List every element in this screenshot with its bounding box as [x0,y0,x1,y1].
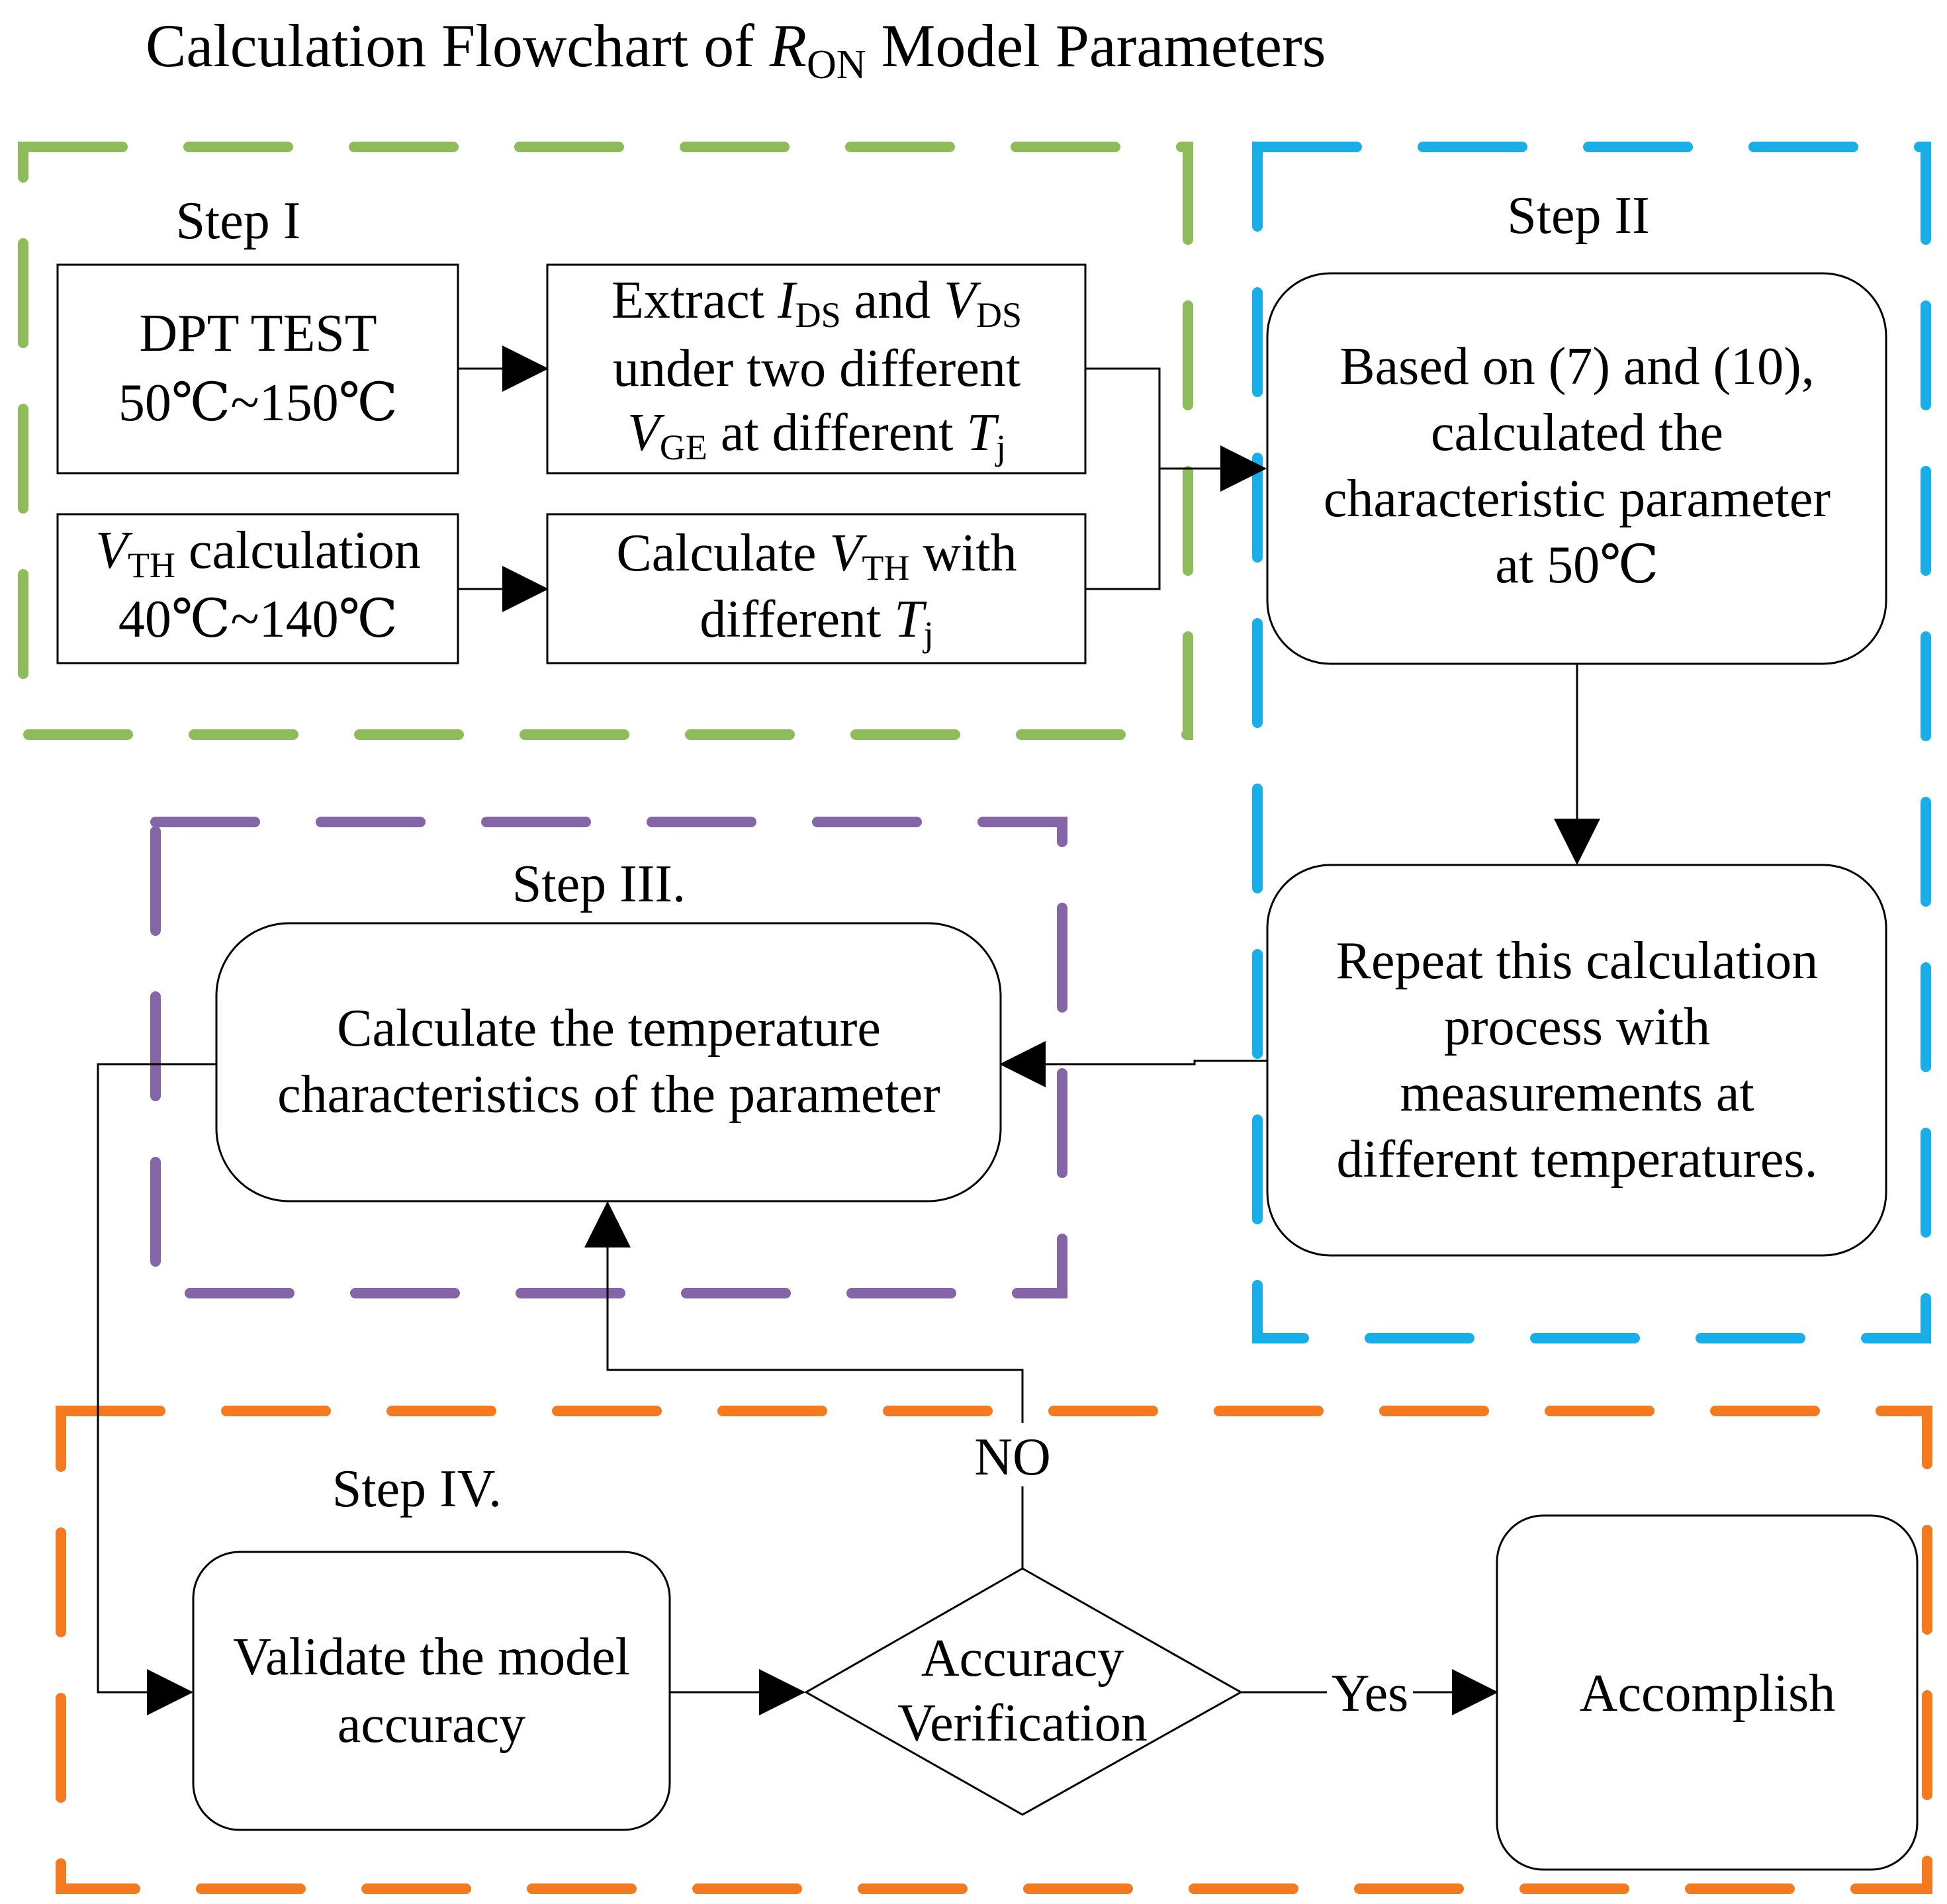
vth-calculation-box [56,513,459,664]
accuracy-verification-decision [803,1567,1244,1816]
extract-line2: under two different [613,340,1020,398]
validate-line2: accuracy [338,1696,525,1754]
dpt-test-line2: 50℃~150℃ [118,374,398,432]
calculate-vth-line1: Calculate VTH with [616,524,1017,588]
calculate-temperature-line2: characteristics of the parameter [277,1065,940,1124]
verification-line2: Verification [897,1694,1148,1752]
step2-group-frame [1252,142,1931,1343]
step3-label: Step III. [512,855,686,913]
no-label: NO [974,1428,1051,1486]
extract-line1: Extract IDS and VDS [611,271,1022,335]
step1-label: Step I [176,192,301,250]
calculate-vth-line2: different Tj [700,590,933,654]
page-title: Calculation Flowchart of RON Model Param… [146,12,1326,87]
yes-label: Yes [1332,1664,1408,1723]
based-on-line3: characteristic parameter [1324,470,1831,528]
merge-bracket-connector [1085,367,1161,590]
calculate-temperature-line1: Calculate the temperature [337,999,881,1058]
dpt-test-box [56,263,459,475]
repeat-line4: different temperatures. [1336,1130,1817,1189]
validate-line1: Validate the model [233,1628,630,1686]
based-on-box [1266,272,1887,665]
step3-group-frame [150,817,1067,1298]
vth-calculation-line2: 40℃~140℃ [118,590,398,649]
accomplish-label: Accomplish [1580,1664,1836,1723]
accomplish-box [1496,1514,1919,1871]
based-on-line4: at 50℃ [1495,536,1658,594]
calculate-temperature-box [215,922,1002,1202]
validate-accuracy-box [192,1551,671,1831]
extract-line3: VGE at different Tj [627,404,1006,467]
repeat-line3: measurements at [1400,1064,1754,1122]
calculate-vth-box [546,513,1087,664]
extract-box [546,263,1087,475]
vth-calculation-line1: VTH calculation [95,521,421,585]
based-on-line1: Based on (7) and (10), [1339,338,1815,396]
arrow-repeat-to-calc [999,1041,1267,1087]
step4-label: Step IV. [332,1460,502,1518]
verification-line1: Accuracy [921,1629,1124,1688]
step1-group-frame [18,142,1193,740]
repeat-line2: process with [1444,998,1710,1056]
based-on-line2: calculated the [1431,404,1723,462]
dpt-test-line1: DPT TEST [139,304,377,363]
arrow-no-to-calc [584,1201,1024,1423]
repeat-calculation-box [1266,864,1887,1257]
step2-label: Step II [1507,187,1650,245]
arrow-calc-to-validate [97,1063,216,1715]
repeat-line1: Repeat this calculation [1336,932,1819,990]
